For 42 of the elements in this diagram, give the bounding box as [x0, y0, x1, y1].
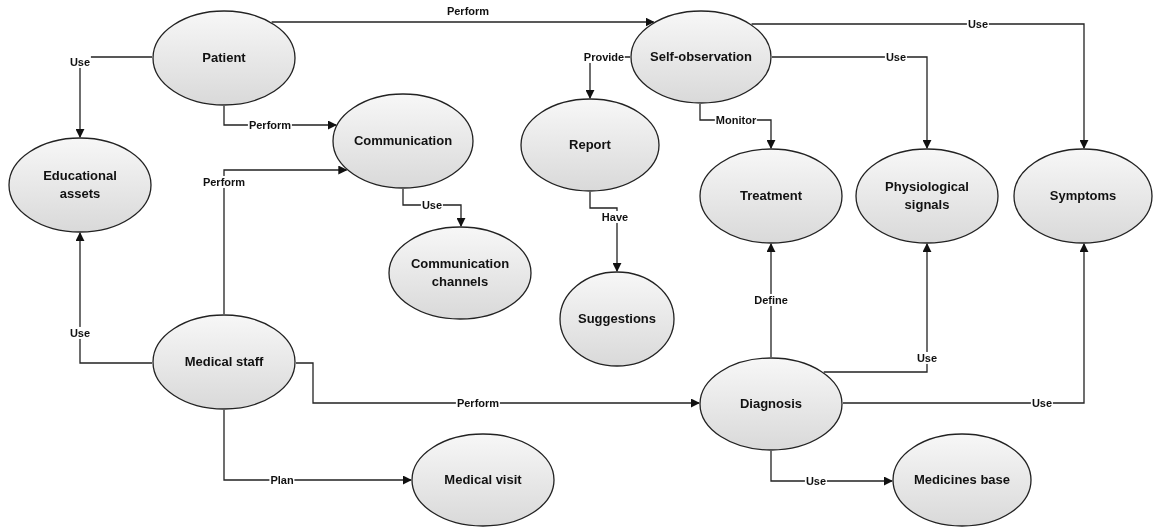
node-label: Educational assets	[42, 167, 118, 203]
edge-label: Use	[804, 474, 828, 488]
node-label: Communication channels	[409, 255, 511, 291]
connector-arrow	[75, 56, 153, 138]
edge-label: Define	[753, 293, 789, 307]
node-label: Medical staff	[184, 353, 264, 371]
connector-arrow	[771, 56, 932, 149]
edge-label: Use	[1030, 396, 1054, 410]
node-label: Self-observation	[650, 48, 752, 66]
node-label: Communication	[353, 132, 453, 150]
edge-label: Use	[915, 351, 939, 365]
edge-label: Use	[68, 326, 92, 340]
node-label: Report	[569, 136, 611, 154]
node-label: Suggestions	[578, 310, 656, 328]
node-label: Treatment	[739, 187, 803, 205]
edge-label: Perform	[201, 175, 247, 189]
connector-arrow	[295, 362, 700, 408]
node-label: Medicines base	[913, 471, 1011, 489]
node-label: Patient	[202, 49, 246, 67]
edge-label: Use	[966, 17, 990, 31]
node-label: Symptoms	[1049, 187, 1117, 205]
node-label: Medical visit	[444, 471, 522, 489]
connector-arrow	[270, 17, 655, 27]
connector-arrow	[750, 23, 1089, 149]
connector-arrow	[842, 243, 1089, 404]
node-label: Diagnosis	[739, 395, 803, 413]
edge-label: Monitor	[714, 113, 758, 127]
edge-label: Perform	[247, 118, 293, 132]
connector-arrow	[223, 409, 412, 485]
edge-label: Plan	[269, 473, 295, 487]
edge-label: Use	[884, 50, 908, 64]
connector-arrow	[75, 232, 153, 364]
edge-label: Use	[68, 55, 92, 69]
edge-label: Perform	[445, 4, 491, 18]
edge-label: Provide	[582, 50, 626, 64]
node-label: Physiological signals	[884, 178, 970, 214]
connector-arrow	[766, 243, 776, 358]
connector-arrow	[223, 165, 348, 315]
edge-label: Perform	[455, 396, 501, 410]
edge-label: Use	[420, 198, 444, 212]
edge-label: Have	[600, 210, 630, 224]
connector-arrow	[823, 243, 932, 373]
